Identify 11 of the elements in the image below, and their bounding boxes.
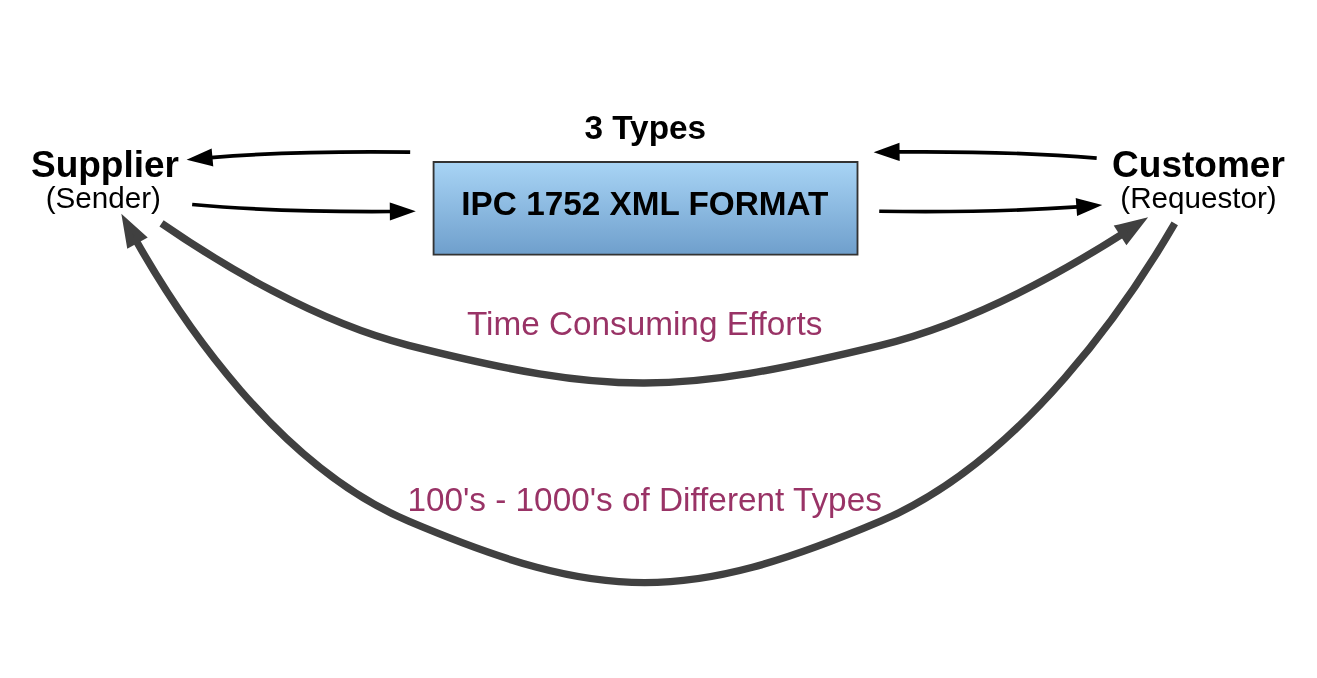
arrow <box>879 197 1103 217</box>
node-label: 3 Types <box>584 108 707 146</box>
arrow <box>186 148 411 167</box>
edge-label: 100's - 1000's of Different Types <box>407 480 882 518</box>
arrow <box>873 142 1097 162</box>
arrow <box>159 217 1149 387</box>
edge-label: Time Consuming Efforts <box>466 304 823 342</box>
arrow <box>121 213 1178 586</box>
node-text: Supplier (Sender) <box>30 142 180 214</box>
node-text: Customer (Requestor) <box>1112 142 1285 214</box>
arrow <box>192 202 416 221</box>
